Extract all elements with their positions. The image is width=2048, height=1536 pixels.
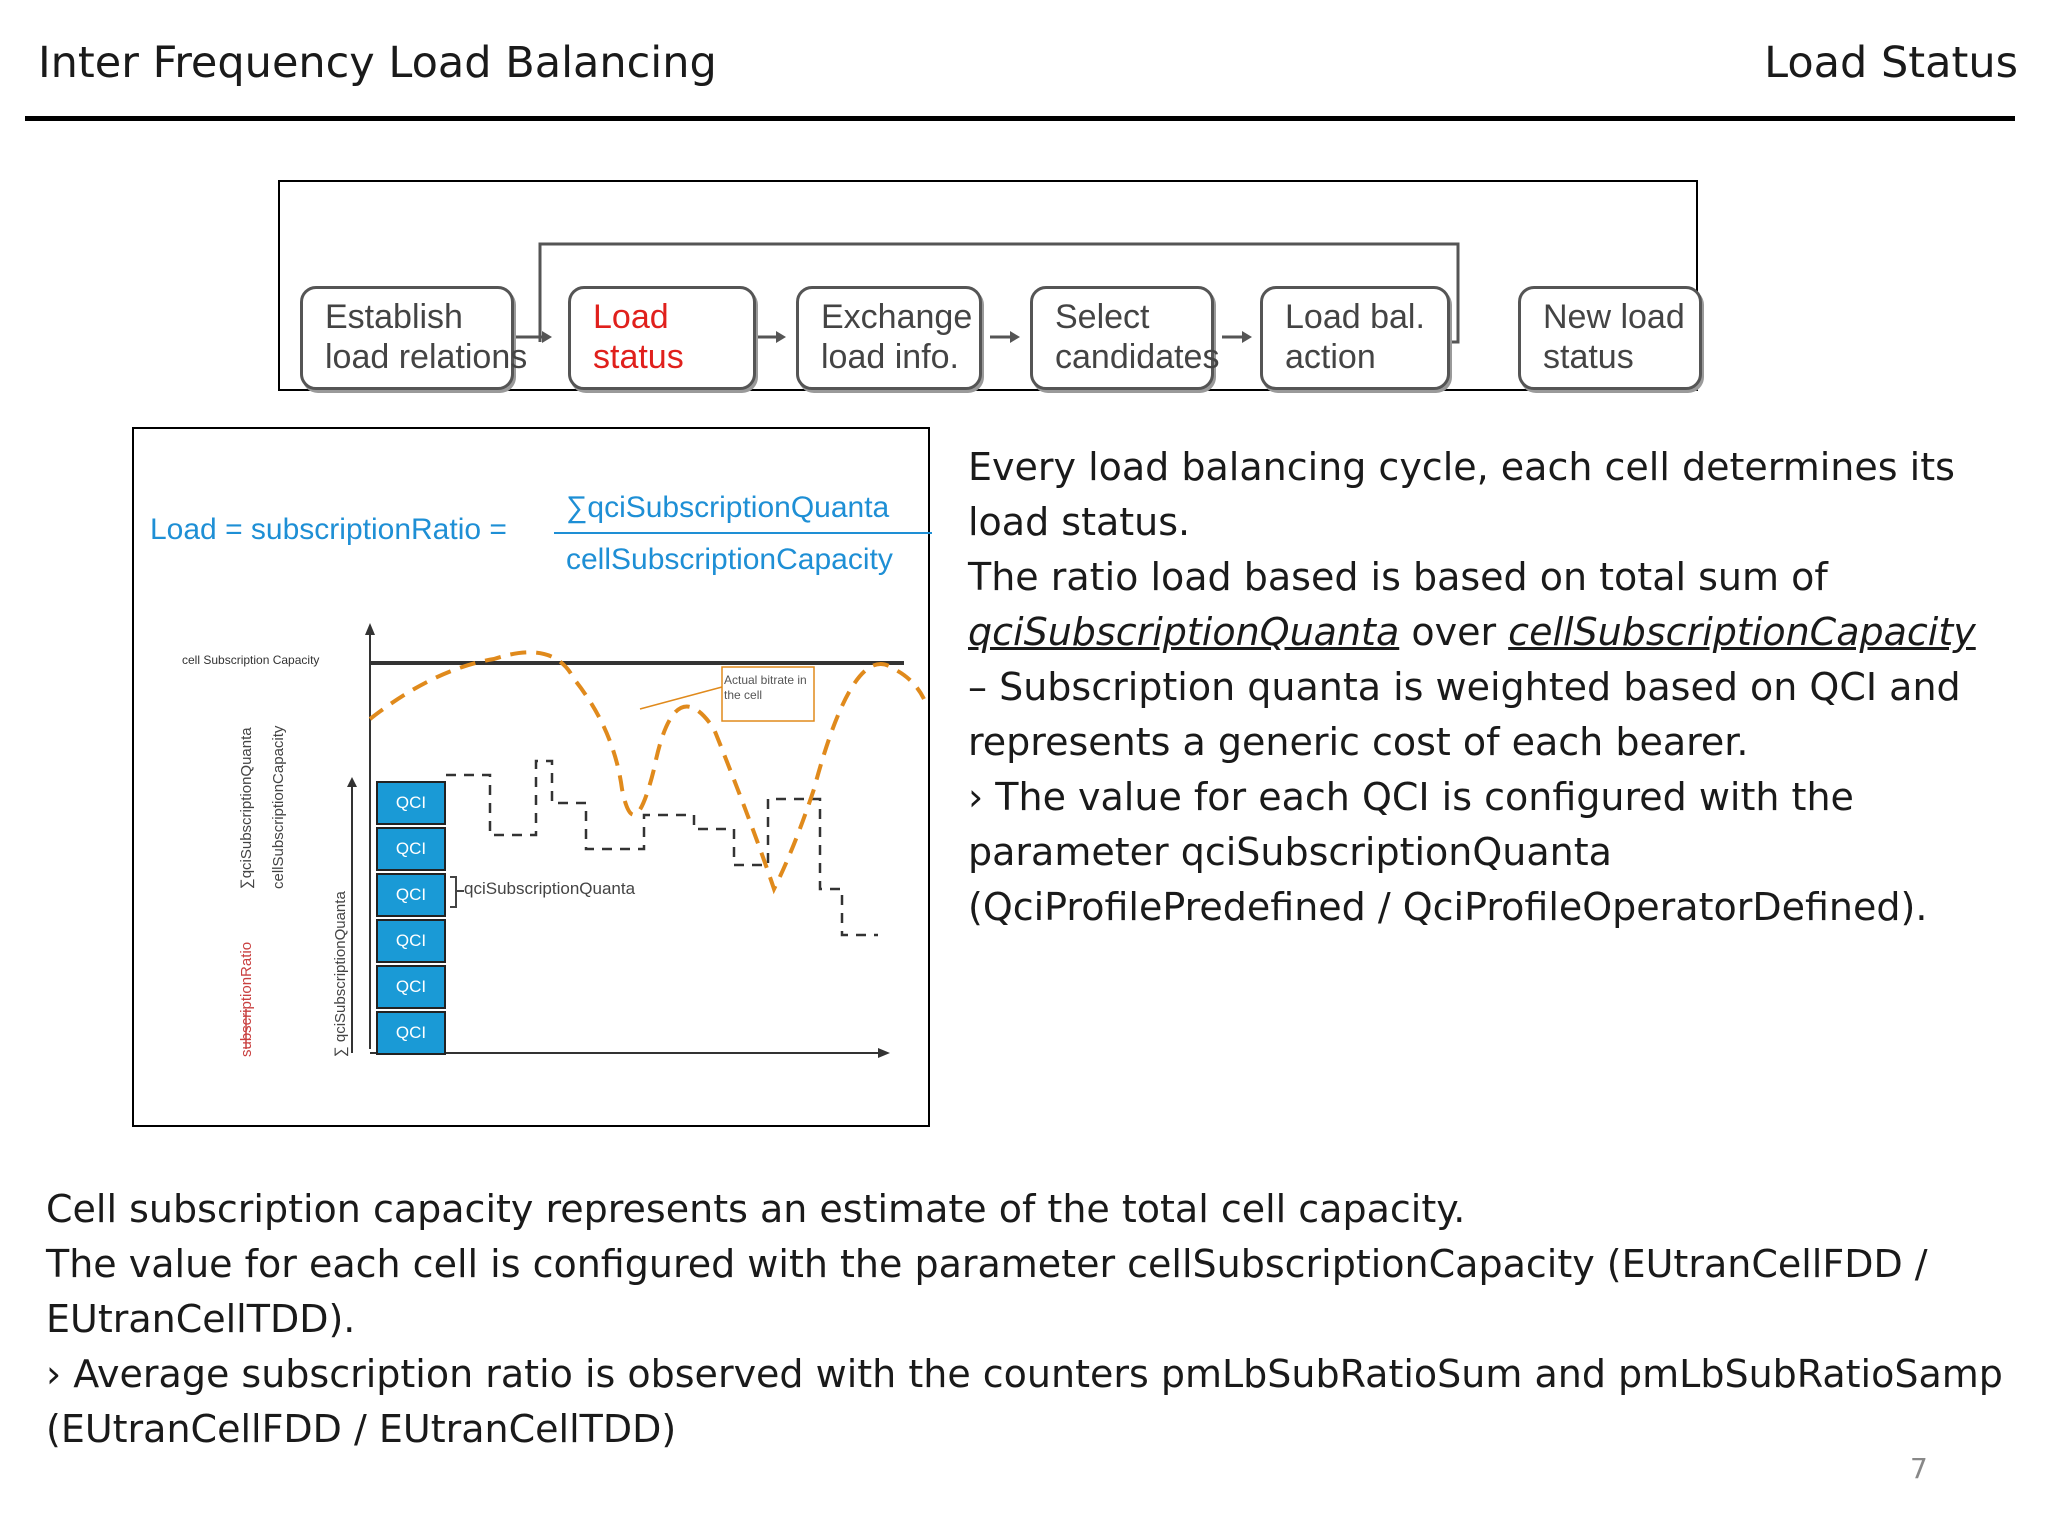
vertical-quanta-axis-label: ∑ qciSubscriptionQuanta <box>332 891 349 1057</box>
vertical-ratio-numerator: ∑qciSubscriptionQuanta <box>238 727 255 889</box>
step-load-balancing-action: Load bal. action <box>1260 286 1450 390</box>
step-load-status: Load status <box>568 286 756 390</box>
actual-bitrate-label: Actual bitrate in the cell <box>724 673 807 702</box>
capacity-paragraph: The value for each cell is configured wi… <box>46 1242 1928 1341</box>
step-select-candidates: Select candidates <box>1030 286 1220 390</box>
step-label-line2: action <box>1285 338 1376 376</box>
capacity-line-label: cell Subscription Capacity <box>182 653 320 667</box>
ratio-connector: over <box>1411 610 1497 654</box>
step-label-line1: Exchange <box>821 298 973 336</box>
slide-title: Inter Frequency Load Balancing <box>38 38 717 88</box>
step-new-load-status: New load status <box>1518 286 1702 390</box>
step-establish-load-relations: Establish load relations <box>300 286 528 390</box>
header-divider <box>25 116 2015 121</box>
step-label-line1: New load <box>1543 298 1685 336</box>
step-label-line1: Select <box>1055 298 1150 336</box>
page-number: 7 <box>1910 1452 1928 1485</box>
section-title: Load Status <box>1764 38 2018 88</box>
step-exchange-load-info: Exchange load info. <box>796 286 982 390</box>
formula-numerator: ∑qciSubscriptionQuanta <box>566 491 890 524</box>
formula-denominator: cellSubscriptionCapacity <box>566 543 893 576</box>
qci-quanta-label: qciSubscriptionQuanta <box>464 879 636 898</box>
step-label-line1: Load bal. <box>1285 298 1425 336</box>
subscription-ratio-illustration: Load = subscriptionRatio = ∑qciSubscript… <box>132 427 932 1127</box>
flow-connectors <box>514 242 1460 344</box>
qci-block: QCI <box>376 965 446 1009</box>
description-paragraph: Every load balancing cycle, each cell de… <box>968 445 1955 544</box>
step-label-line2: candidates <box>1055 338 1220 376</box>
formula-lhs: Load = subscriptionRatio = <box>150 513 507 546</box>
capacity-paragraph: › Average subscription ratio is observed… <box>46 1352 2003 1451</box>
step-label-line2: status <box>593 338 684 376</box>
ratio-text: The ratio load based is based on total s… <box>968 555 1828 599</box>
illustration-graphics <box>245 532 932 1058</box>
description-paragraph: – Subscription quanta is weighted based … <box>968 665 1961 764</box>
vertical-ratio-lhs: subscriptionRatio <box>238 941 255 1057</box>
step-label-line1: Load <box>593 298 669 336</box>
capacity-paragraph: Cell subscription capacity represents an… <box>46 1187 1466 1231</box>
capacity-description: Cell subscription capacity represents an… <box>46 1182 2006 1457</box>
step-label-line1: Establish <box>325 298 463 336</box>
qci-block: QCI <box>376 919 446 963</box>
load-status-description: Every load balancing cycle, each cell de… <box>968 440 2008 935</box>
load-balancing-flow-diagram: Establish load relations Load status Exc… <box>278 180 1702 391</box>
step-label-line2: load info. <box>821 338 959 376</box>
step-label-line2: load relations <box>325 338 528 376</box>
qci-block: QCI <box>376 781 446 825</box>
qci-block: QCI <box>376 1011 446 1055</box>
qci-quanta-term: qciSubscriptionQuanta <box>968 610 1400 654</box>
description-paragraph: › The value for each QCI is configured w… <box>968 775 1928 929</box>
qci-block: QCI <box>376 873 446 917</box>
vertical-ratio-denominator: cellSubscriptionCapacity <box>270 725 287 889</box>
step-label-line2: status <box>1543 338 1634 376</box>
description-paragraph: The ratio load based is based on total s… <box>968 550 2008 660</box>
capacity-term: cellSubscriptionCapacity <box>1508 610 1976 654</box>
qci-block: QCI <box>376 827 446 871</box>
